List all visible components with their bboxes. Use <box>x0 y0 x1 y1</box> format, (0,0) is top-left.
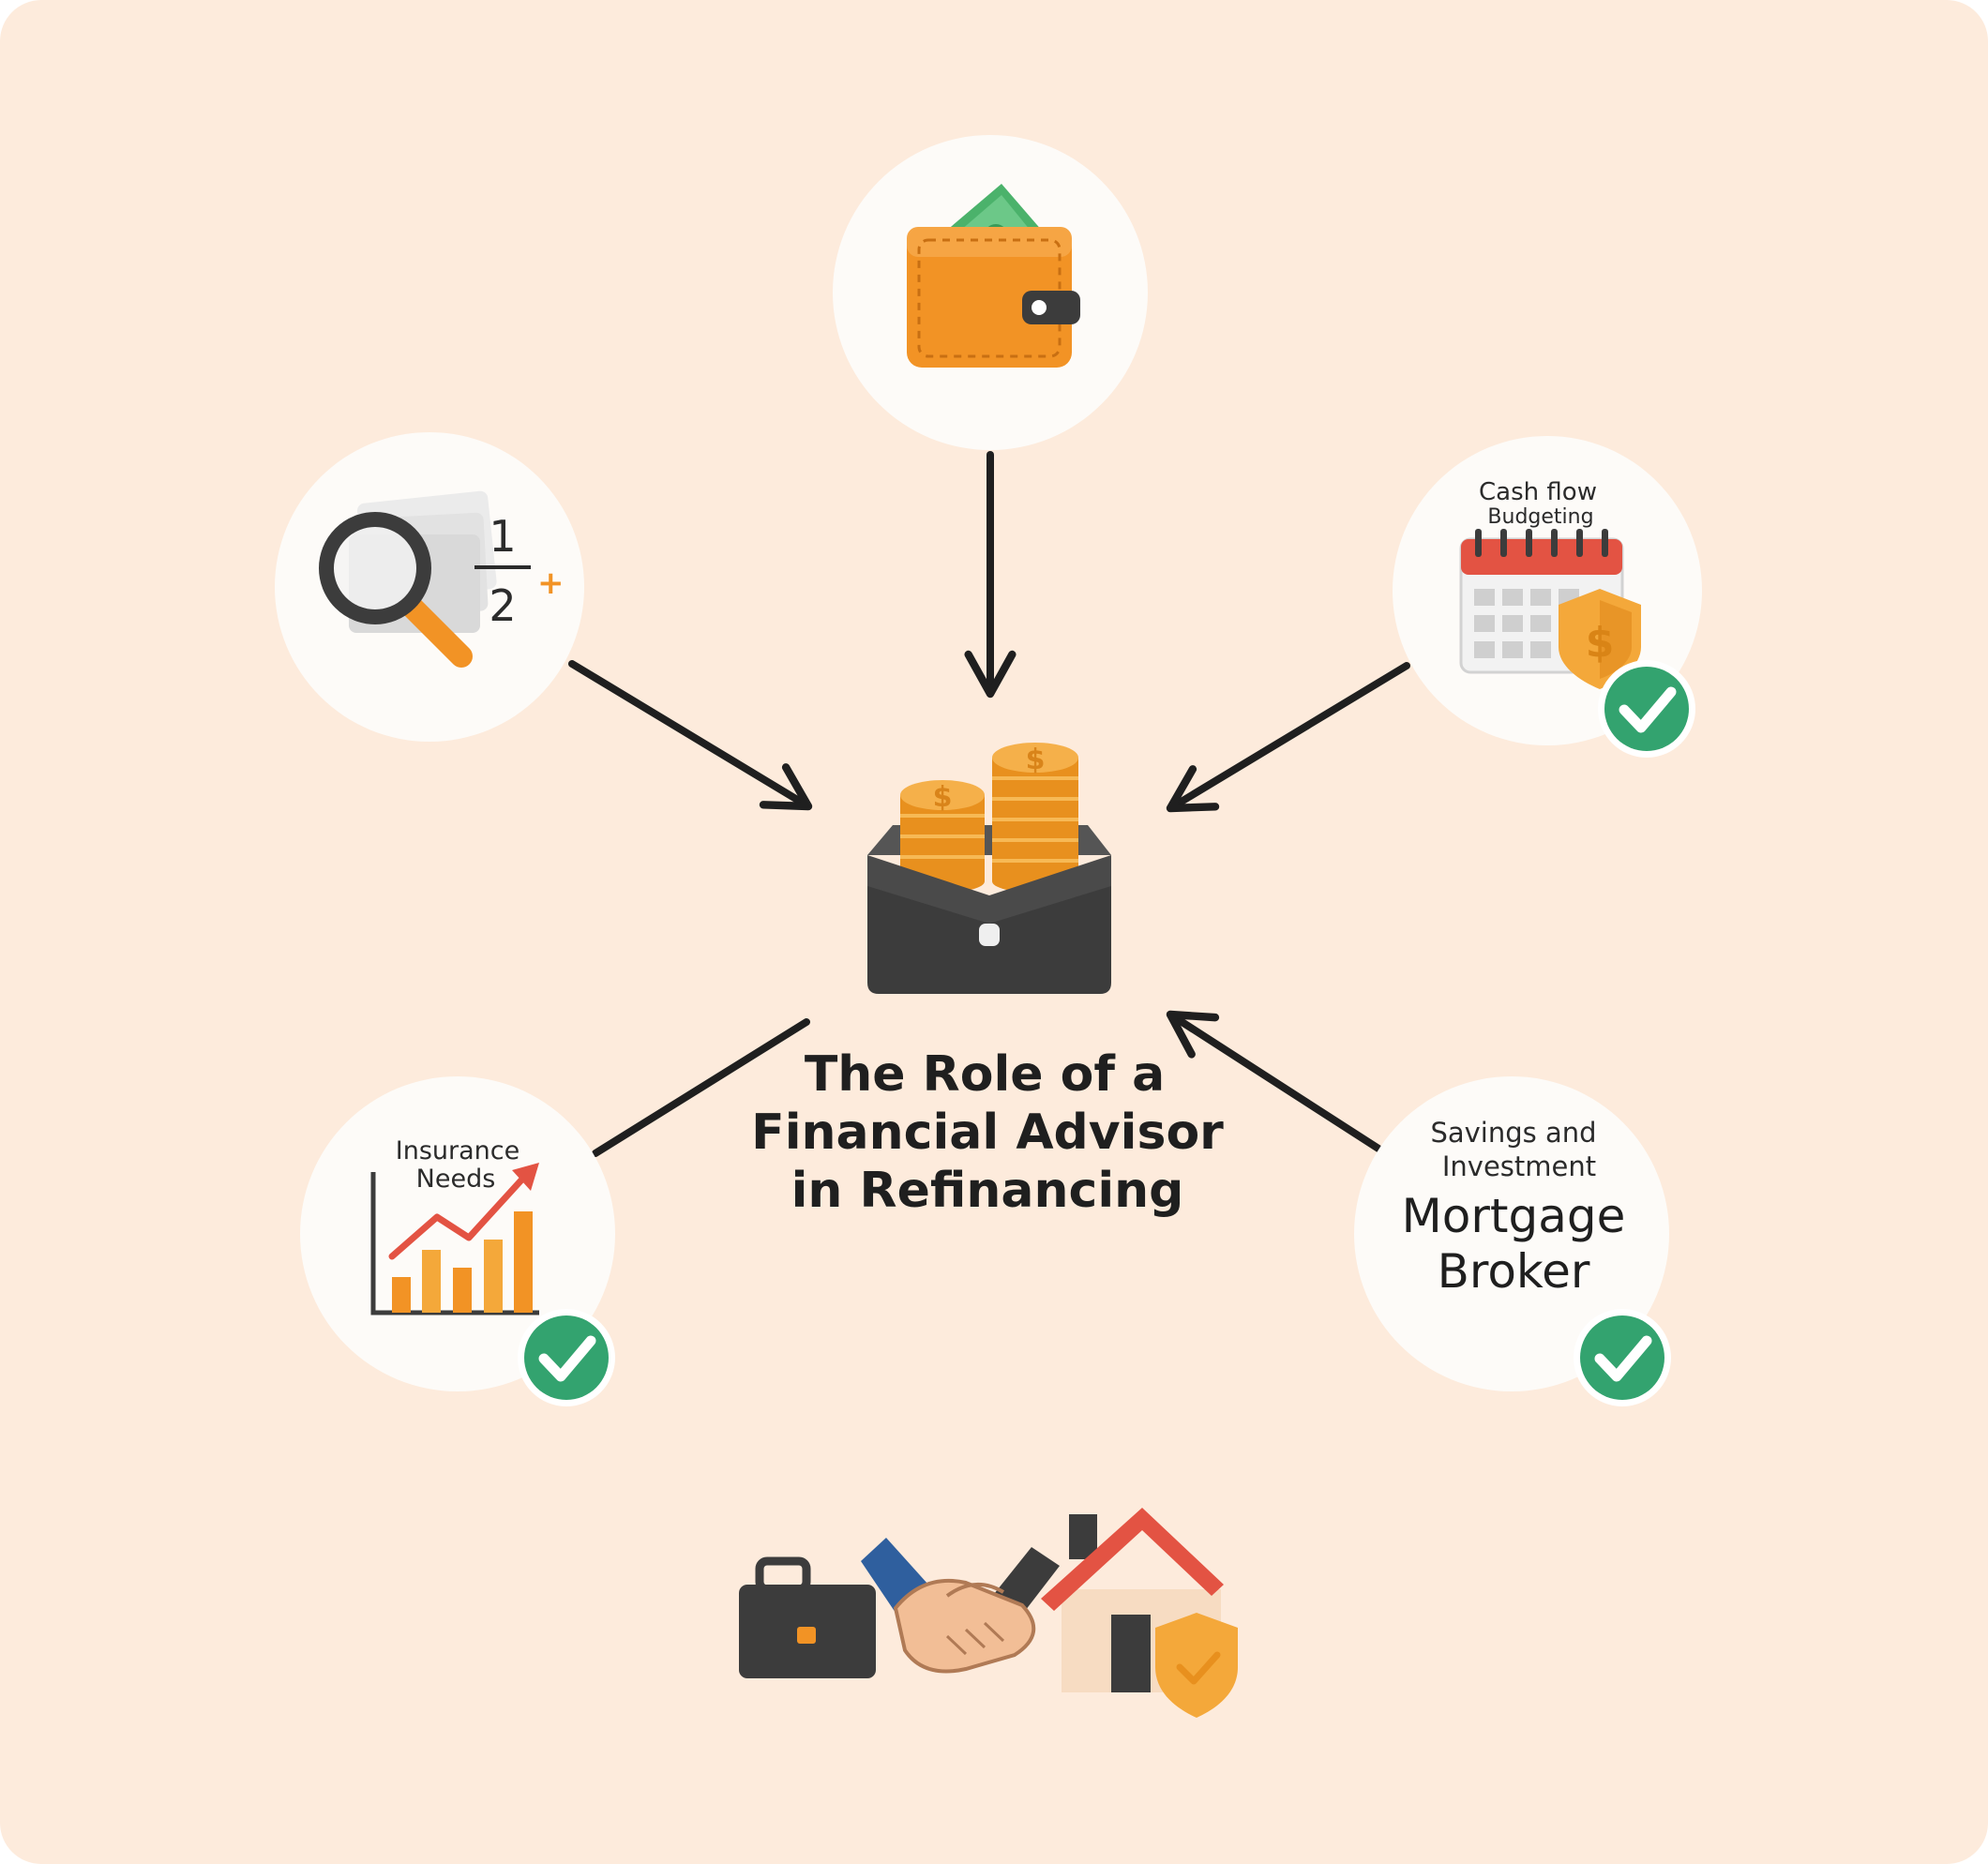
title-line-2: Financial Advisor <box>751 1105 1224 1161</box>
coin-stack-right: $ <box>992 743 1078 893</box>
arrow-lower-right-to-center <box>1166 1010 1382 1152</box>
lower-right-label-line2: Investment <box>1442 1150 1596 1182</box>
magnifier-documents-icon <box>319 490 497 668</box>
lower-right-label-line1: Savings and <box>1430 1117 1596 1149</box>
node-lower-right <box>1354 1076 1669 1391</box>
connector-arrows <box>568 451 1410 1157</box>
arrow-upper-right-to-center <box>1166 662 1410 813</box>
wallet-icon <box>907 184 1080 368</box>
svg-text:$: $ <box>1026 744 1046 776</box>
svg-text:$: $ <box>933 781 953 814</box>
upper-right-label-line2: Budgeting <box>1487 505 1593 529</box>
lower-left-label-line1: Insurance <box>396 1136 520 1165</box>
title-line-1: The Role of a <box>805 1046 1165 1103</box>
fraction-plus-sign: + <box>537 564 565 602</box>
calendar-shield-icon: $ <box>1459 529 1641 689</box>
upper-right-label-line1: Cash flow <box>1479 478 1597 506</box>
lower-right-main-line2: Broker <box>1438 1244 1590 1299</box>
title-line-3: in Refinancing <box>791 1163 1184 1219</box>
check-badge-lower-right <box>1574 1309 1671 1406</box>
briefcase-icon <box>739 1556 876 1678</box>
check-badge-lower-left <box>518 1309 615 1406</box>
growth-chart-icon <box>370 1163 539 1315</box>
check-badge-upper-right <box>1598 660 1695 758</box>
fraction-numerator: 1 <box>489 511 516 562</box>
fraction-denominator: 2 <box>489 580 516 631</box>
lower-left-label-line2: Needs <box>416 1165 496 1194</box>
handshake-icon <box>861 1538 1060 1674</box>
coins-briefcase-icon: $ $ <box>867 743 1111 994</box>
connector-lower-left <box>592 1018 810 1157</box>
house-shield-icon <box>1041 1508 1238 1718</box>
svg-text:$: $ <box>1586 619 1615 667</box>
arrow-upper-left-to-center <box>568 660 813 811</box>
lower-right-main-line1: Mortgage <box>1402 1189 1626 1243</box>
